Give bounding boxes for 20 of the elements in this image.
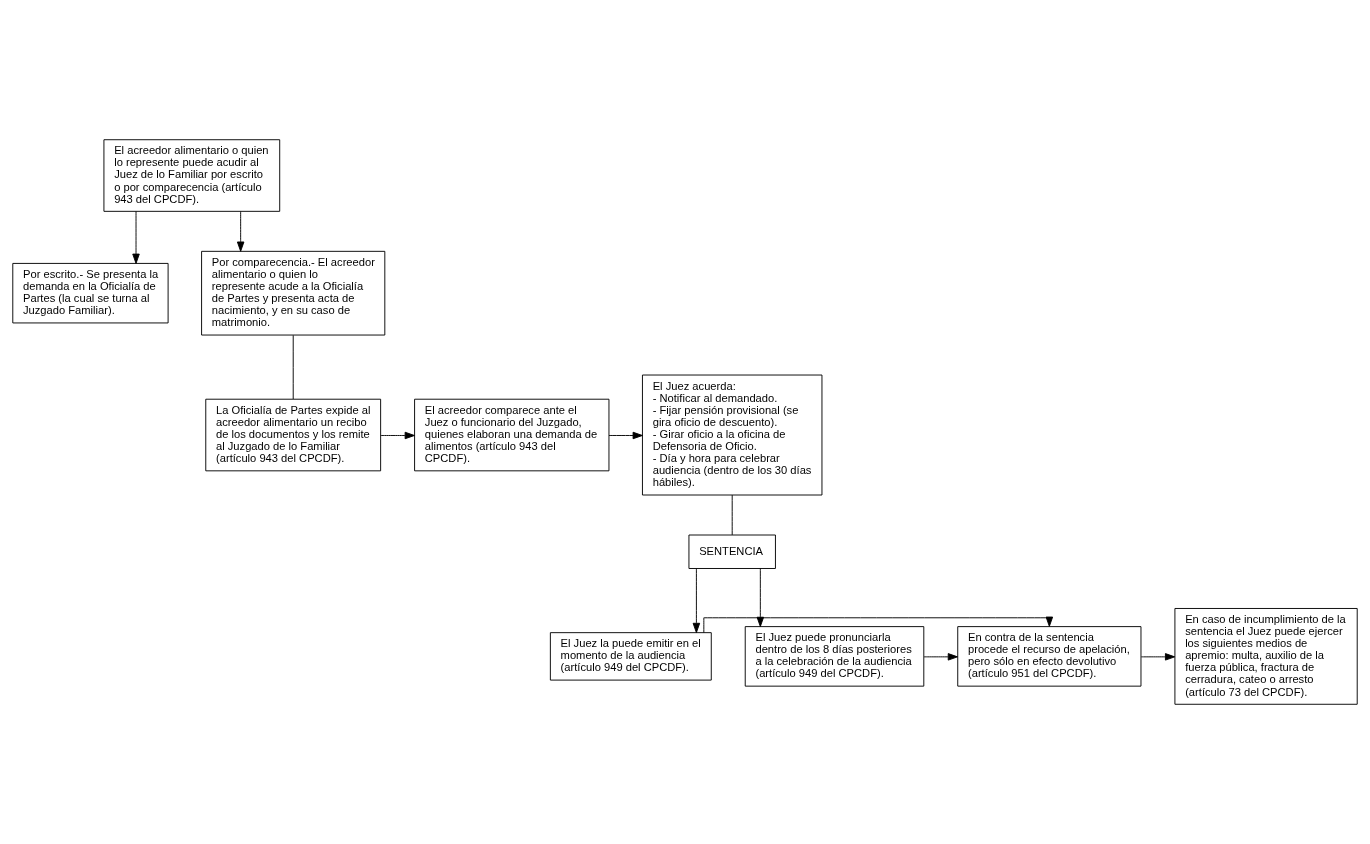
- node-box: Por escrito.- Se presenta la demanda en la Oficialía de Partes (la cual se turna al Juzgado Familiar).: [12, 262, 169, 324]
- node-box: En caso de incumplimiento de la sentencia el Juez puede ejercer los siguientes medios de apremio: multa, auxilio de la fuerza pública, fractura de cerradura, cateo o arresto (artículo 73 del CPCDF).: [1174, 608, 1358, 705]
- arrow: [608, 431, 643, 440]
- node-box: La Oficialía de Partes expide al acreedor alimentario un recibo de los documentos y los remite al Juzgado de lo Familiar (artículo 943 del CPCDF).: [205, 398, 382, 472]
- arrow: [236, 211, 245, 252]
- arrow: [1140, 653, 1176, 661]
- arrow: [692, 568, 701, 634]
- arrow: [132, 211, 140, 264]
- node-box: El Juez la puede emitir en el momento de la audiencia (artículo 949 del CPCDF).: [549, 632, 712, 681]
- node-box: SENTENCIA: [688, 534, 776, 569]
- arrow: [923, 653, 958, 661]
- node-box: Por comparecencia.- El acreedor alimentario o quien lo represente acude a la Oficialía de Partes y presenta acta de nacimiento, y en su caso de matrimonio.: [201, 250, 386, 336]
- connector: [731, 494, 733, 536]
- node-box: El Juez puede pronunciarla dentro de los 8 días posteriores a la celebración de la audiencia (artículo 949 del CPCDF).: [744, 626, 925, 687]
- node-box: El acreedor comparece ante el Juez o funcionario del Juzgado, quienes elaboran una demanda de alimentos (artículo 943 del CPCDF).: [414, 398, 610, 472]
- connector: [292, 334, 294, 400]
- node-box: En contra de la sentencia procede el recurso de apelación, pero sólo en efecto devolutivo (artículo 951 del CPCDF).: [957, 626, 1142, 687]
- node-box: El Juez acuerda: - Notificar al demandado. - Fijar pensión provisional (se gira oficio de descuento). - Girar oficio a la oficina de Defensoria de Oficio. - Día y hora para celebrar audiencia (dentro de los 30 días hábiles).: [642, 374, 823, 496]
- arrow: [380, 431, 415, 440]
- node-box: El acreedor alimentario o quien lo represente puede acudir al Juez de lo Familiar por escrito o por comparecencia (artículo 943 del CPCDF).: [103, 139, 281, 212]
